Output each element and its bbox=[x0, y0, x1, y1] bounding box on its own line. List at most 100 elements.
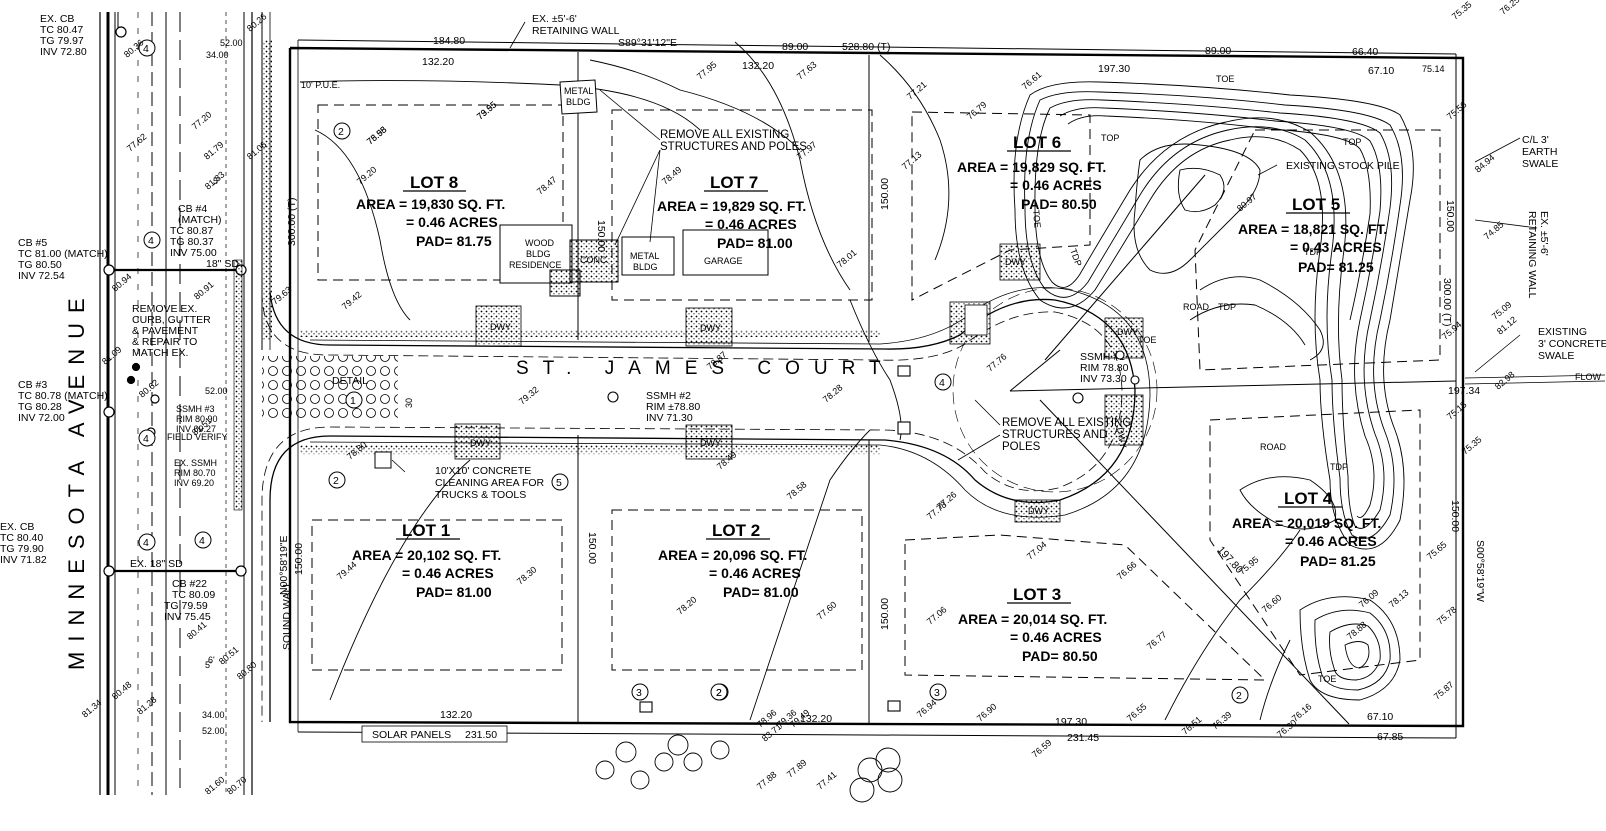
svg-text:DWY: DWY bbox=[1115, 427, 1128, 449]
svg-text:TC 80.09: TC 80.09 bbox=[172, 589, 215, 601]
svg-text:STRUCTURES AND POLES: STRUCTURES AND POLES bbox=[660, 141, 807, 153]
svg-text:150.00: 150.00 bbox=[1444, 200, 1456, 232]
svg-text:SOUND WALL: SOUND WALL bbox=[281, 581, 293, 650]
svg-text:TG 79.59: TG 79.59 bbox=[164, 600, 208, 612]
svg-text:= 0.46 ACRES: = 0.46 ACRES bbox=[705, 216, 797, 232]
svg-text:TDP: TDP bbox=[1304, 247, 1322, 257]
svg-text:TDP: TDP bbox=[1330, 462, 1348, 472]
svg-text:METAL: METAL bbox=[564, 86, 593, 96]
detail-pavement-area bbox=[262, 356, 398, 418]
svg-text:ROAD: ROAD bbox=[1183, 302, 1210, 312]
svg-text:52.00: 52.00 bbox=[202, 726, 225, 736]
svg-text:TG 79.90: TG 79.90 bbox=[0, 543, 44, 555]
svg-text:SWALE: SWALE bbox=[1538, 350, 1574, 362]
slope-labels: TOP TOP TOE TDP TDP TDP ROAD ROAD TOE TO… bbox=[1031, 74, 1361, 684]
svg-text:132.20: 132.20 bbox=[742, 60, 774, 72]
svg-text:TOE: TOE bbox=[1318, 674, 1336, 684]
svg-text:WOOD: WOOD bbox=[525, 238, 554, 248]
lot-8: LOT 8 AREA = 19,830 SQ. FT. = 0.46 ACRES… bbox=[356, 173, 505, 249]
svg-text:TOE: TOE bbox=[1138, 335, 1156, 345]
svg-text:TC 80.78 (MATCH): TC 80.78 (MATCH) bbox=[18, 390, 108, 402]
svg-text:4: 4 bbox=[143, 433, 149, 445]
svg-text:4: 4 bbox=[939, 377, 945, 389]
note-leaders bbox=[391, 21, 1606, 473]
svg-text:EX. 18" SD: EX. 18" SD bbox=[130, 558, 183, 570]
svg-text:CB #22: CB #22 bbox=[172, 578, 207, 590]
svg-text:N00°58'19"E: N00°58'19"E bbox=[278, 535, 290, 595]
lot-5: LOT 5 AREA = 18,821 SQ. FT. = 0.43 ACRES… bbox=[1238, 195, 1387, 275]
svg-text:67.10: 67.10 bbox=[1367, 711, 1393, 723]
svg-text:4: 4 bbox=[143, 537, 149, 549]
svg-text:EX. ±5'-6': EX. ±5'-6' bbox=[1538, 211, 1550, 256]
svg-text:INV 71.82: INV 71.82 bbox=[0, 554, 47, 566]
svg-text:CB #5: CB #5 bbox=[18, 237, 47, 249]
svg-text:150.00: 150.00 bbox=[879, 598, 891, 630]
svg-text:DWY: DWY bbox=[490, 322, 511, 332]
svg-text:FIELD VERIFY: FIELD VERIFY bbox=[167, 432, 228, 442]
svg-text:AREA = 20,096 SQ. FT.: AREA = 20,096 SQ. FT. bbox=[658, 547, 807, 563]
driveways bbox=[454, 243, 1144, 523]
lot-7: LOT 7 AREA = 19,829 SQ. FT. = 0.46 ACRES… bbox=[657, 173, 806, 251]
svg-text:PAD= 81.00: PAD= 81.00 bbox=[416, 584, 492, 600]
svg-text:197.34: 197.34 bbox=[1448, 385, 1480, 397]
svg-text:2: 2 bbox=[338, 126, 344, 138]
svg-text:197.30: 197.30 bbox=[1055, 716, 1087, 728]
svg-text:= 0.43 ACRES: = 0.43 ACRES bbox=[1290, 239, 1382, 255]
svg-text:LOT 7: LOT 7 bbox=[710, 173, 758, 192]
svg-text:TG 80.28: TG 80.28 bbox=[18, 401, 62, 413]
svg-text:DWY: DWY bbox=[1117, 327, 1138, 337]
svg-text:AREA = 20,014 SQ. FT.: AREA = 20,014 SQ. FT. bbox=[958, 611, 1107, 627]
svg-text:TOP: TOP bbox=[1101, 133, 1119, 143]
svg-text:LOT 5: LOT 5 bbox=[1292, 195, 1340, 214]
svg-text:150.00: 150.00 bbox=[1449, 500, 1461, 532]
svg-text:INV 72.00: INV 72.00 bbox=[18, 412, 65, 424]
svg-text:= 0.46 ACRES: = 0.46 ACRES bbox=[709, 565, 801, 581]
svg-text:150.00: 150.00 bbox=[879, 178, 891, 210]
svg-text:AREA = 19,830 SQ. FT.: AREA = 19,830 SQ. FT. bbox=[356, 196, 505, 212]
svg-text:POLES: POLES bbox=[1002, 441, 1041, 453]
svg-text:67.85: 67.85 bbox=[1377, 731, 1403, 743]
svg-text:TC 81.00 (MATCH): TC 81.00 (MATCH) bbox=[18, 248, 108, 260]
svg-text:SOLAR PANELS: SOLAR PANELS bbox=[372, 729, 451, 741]
svg-text:30: 30 bbox=[404, 398, 414, 408]
svg-text:CB #3: CB #3 bbox=[18, 379, 47, 391]
svg-text:300.00 (T): 300.00 (T) bbox=[1441, 278, 1453, 326]
svg-text:75.14: 75.14 bbox=[1422, 64, 1445, 74]
svg-text:EX. SSMH: EX. SSMH bbox=[174, 458, 217, 468]
svg-text:INV 69.27: INV 69.27 bbox=[176, 424, 216, 434]
svg-text:REMOVE EX.: REMOVE EX. bbox=[132, 303, 197, 315]
svg-text:2: 2 bbox=[1236, 690, 1242, 702]
svg-text:LOT 2: LOT 2 bbox=[712, 521, 760, 540]
svg-text:EX. ±5'-6': EX. ±5'-6' bbox=[532, 13, 577, 25]
svg-text:6': 6' bbox=[208, 655, 215, 665]
svg-text:= 0.46 ACRES: = 0.46 ACRES bbox=[1010, 177, 1102, 193]
svg-text:EX. CB: EX. CB bbox=[0, 521, 34, 533]
existing-structures bbox=[374, 79, 769, 469]
svg-text:PAD= 81.75: PAD= 81.75 bbox=[416, 233, 492, 249]
svg-text:52.00: 52.00 bbox=[220, 38, 243, 48]
contour-lines bbox=[299, 41, 1414, 721]
svg-text:BLDG: BLDG bbox=[566, 97, 591, 107]
svg-text:PAD= 81.25: PAD= 81.25 bbox=[1298, 259, 1374, 275]
svg-text:2: 2 bbox=[333, 475, 339, 487]
svg-text:C/L 3': C/L 3' bbox=[1522, 134, 1549, 146]
svg-text:TOP: TOP bbox=[1343, 137, 1361, 147]
svg-text:= 0.46 ACRES: = 0.46 ACRES bbox=[1285, 533, 1377, 549]
lot-4: LOT 4 AREA = 20,019 SQ. FT. = 0.46 ACRES… bbox=[1232, 489, 1381, 569]
svg-text:TC 80.47: TC 80.47 bbox=[40, 24, 83, 36]
svg-text:= 0.46 ACRES: = 0.46 ACRES bbox=[402, 565, 494, 581]
svg-text:CB #4: CB #4 bbox=[178, 203, 207, 215]
svg-text:AREA = 19,829 SQ. FT.: AREA = 19,829 SQ. FT. bbox=[657, 198, 806, 214]
south-sidewalk bbox=[300, 445, 880, 450]
svg-text:TG 80.50: TG 80.50 bbox=[18, 259, 62, 271]
svg-text:3: 3 bbox=[934, 687, 940, 699]
lot-1: LOT 1 AREA = 20,102 SQ. FT. = 0.46 ACRES… bbox=[352, 521, 501, 600]
svg-text:RIM ±78.80: RIM ±78.80 bbox=[646, 401, 700, 413]
svg-text:SSMH #1: SSMH #1 bbox=[1080, 351, 1125, 363]
svg-text:S00°58'19"W: S00°58'19"W bbox=[1474, 540, 1486, 602]
svg-text:34.00: 34.00 bbox=[206, 50, 229, 60]
svg-text:150.00: 150.00 bbox=[595, 220, 607, 252]
svg-text:DWY: DWY bbox=[700, 438, 721, 448]
svg-text:2: 2 bbox=[716, 687, 722, 699]
